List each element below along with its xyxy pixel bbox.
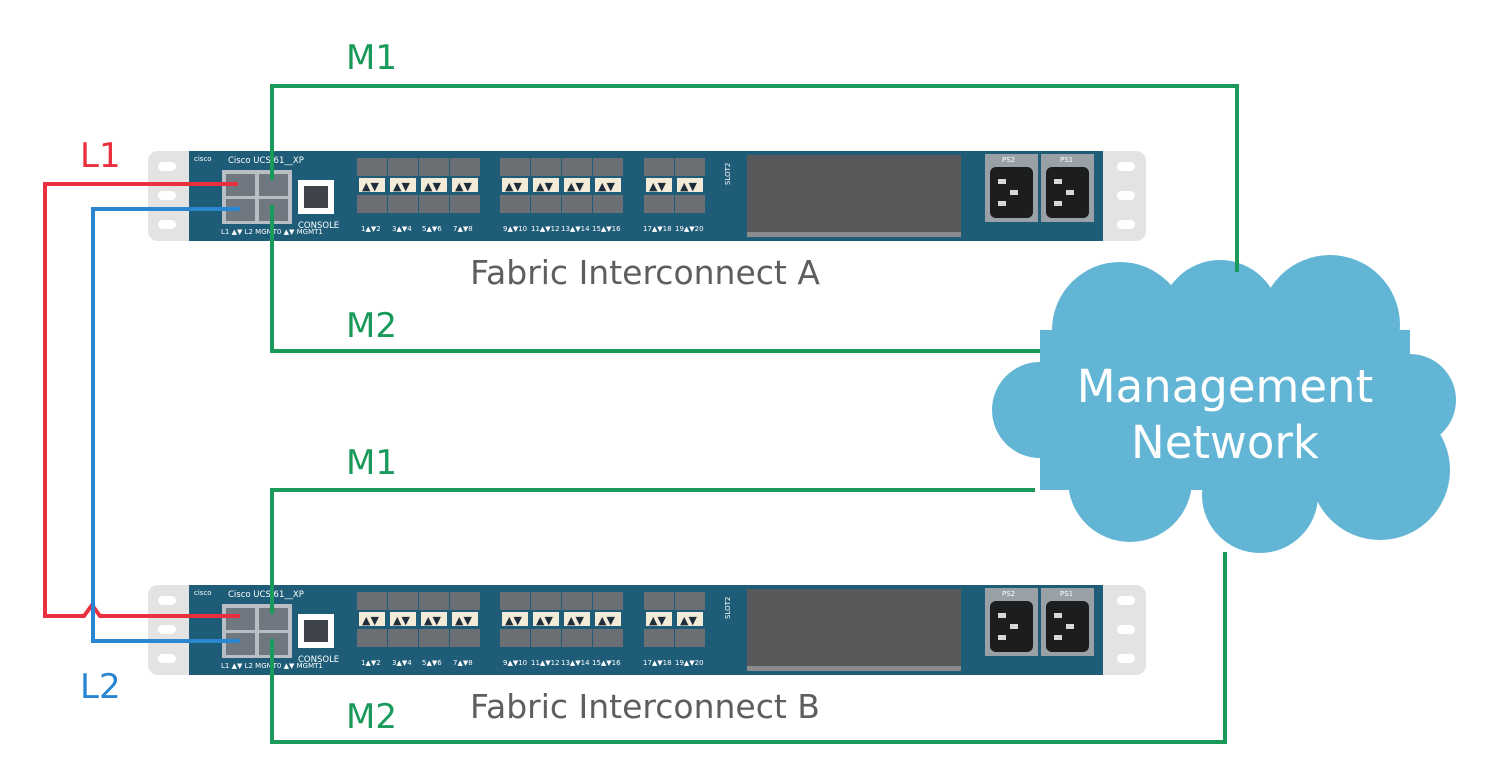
- link-l2: [91, 207, 240, 643]
- cisco-logo: cisco: [194, 155, 212, 163]
- svg-text:▲▼: ▲▼: [649, 180, 666, 193]
- slot-label: SLOT2: [724, 163, 732, 185]
- power-supplies: PS2 PS1: [985, 588, 1094, 656]
- svg-text:▲▼: ▲▼: [598, 614, 615, 627]
- slot-label: SLOT2: [724, 597, 732, 619]
- expansion-slot: [747, 589, 961, 671]
- port-label: 11▲▼12: [531, 225, 560, 233]
- model-label: Cisco UCS 61__XP: [228, 590, 304, 600]
- link-b-m1: [270, 488, 1035, 614]
- port-label: 7▲▼8: [453, 225, 473, 233]
- svg-text:▲▼: ▲▼: [536, 180, 553, 193]
- svg-text:▲▼: ▲▼: [455, 614, 472, 627]
- power-supplies: PS2 PS1: [985, 154, 1094, 222]
- svg-text:▲▼: ▲▼: [598, 180, 615, 193]
- management-network-cloud: Management Network: [992, 255, 1456, 553]
- port-label: 19▲▼20: [675, 659, 704, 667]
- svg-text:▲▼: ▲▼: [649, 614, 666, 627]
- management-links: [270, 84, 1239, 744]
- svg-text:▲▼: ▲▼: [680, 614, 697, 627]
- svg-text:▲▼: ▲▼: [536, 614, 553, 627]
- caption-a: Fabric Interconnect A: [470, 253, 820, 292]
- cisco-logo: cisco: [194, 589, 212, 597]
- link-a-m1: [270, 84, 1239, 272]
- label-l1: L1: [80, 136, 121, 176]
- port-label: 11▲▼12: [531, 659, 560, 667]
- svg-text:▲▼: ▲▼: [393, 180, 410, 193]
- port-label: 1▲▼2: [361, 659, 381, 667]
- switch-fabric-interconnect-a: cisco Cisco UCS 61__XP L1 ▲▼ L2 MGMT0 ▲▼…: [148, 151, 1146, 292]
- port-label: 3▲▼4: [392, 225, 412, 233]
- expansion-slot: [747, 155, 961, 237]
- cluster-links: [43, 182, 240, 643]
- port-label: 3▲▼4: [392, 659, 412, 667]
- link-labels: M1 M2 M1 M2 L1 L2: [80, 38, 397, 737]
- port-label: 19▲▼20: [675, 225, 704, 233]
- port-label: 5▲▼6: [422, 225, 442, 233]
- port-label: 17▲▼18: [643, 225, 672, 233]
- port-label: 5▲▼6: [422, 659, 442, 667]
- port-label: 13▲▼14: [561, 225, 590, 233]
- svg-text:▲▼: ▲▼: [680, 180, 697, 193]
- cloud-label-line1: Management: [1077, 360, 1373, 413]
- svg-text:▲▼: ▲▼: [424, 180, 441, 193]
- link-a-m2: [270, 205, 1040, 353]
- label-b-m2: M2: [346, 697, 397, 737]
- model-label: Cisco UCS 61__XP: [228, 156, 304, 166]
- console-label: CONSOLE: [298, 655, 339, 665]
- caption-b: Fabric Interconnect B: [470, 687, 820, 726]
- svg-text:▲▼: ▲▼: [424, 614, 441, 627]
- port-label: 9▲▼10: [503, 659, 527, 667]
- ps1-label: PS1: [1060, 156, 1073, 164]
- port-label: 1▲▼2: [361, 225, 381, 233]
- port-label: 7▲▼8: [453, 659, 473, 667]
- svg-text:▲▼: ▲▼: [393, 614, 410, 627]
- port-label: 15▲▼16: [592, 659, 621, 667]
- label-l2: L2: [80, 667, 121, 707]
- switch-fabric-interconnect-b: cisco Cisco UCS 61__XP L1 ▲▼ L2 MGMT0 ▲▼…: [148, 585, 1146, 726]
- label-b-m1: M1: [346, 443, 397, 483]
- link-b-m2: [270, 552, 1227, 744]
- console-label: CONSOLE: [298, 221, 339, 231]
- link-l1: [43, 182, 240, 618]
- svg-text:▲▼: ▲▼: [505, 614, 522, 627]
- ps2-label: PS2: [1002, 156, 1015, 164]
- label-a-m2: M2: [346, 306, 397, 346]
- svg-text:▲▼: ▲▼: [505, 180, 522, 193]
- svg-text:▲▼: ▲▼: [567, 180, 584, 193]
- svg-text:▲▼: ▲▼: [455, 180, 472, 193]
- label-a-m1: M1: [346, 38, 397, 78]
- svg-text:▲▼: ▲▼: [362, 180, 379, 193]
- port-label: 17▲▼18: [643, 659, 672, 667]
- port-label: 15▲▼16: [592, 225, 621, 233]
- port-label: 9▲▼10: [503, 225, 527, 233]
- svg-text:▲▼: ▲▼: [362, 614, 379, 627]
- port-label: 13▲▼14: [561, 659, 590, 667]
- svg-text:▲▼: ▲▼: [567, 614, 584, 627]
- ps1-label: PS1: [1060, 590, 1073, 598]
- cloud-label-line2: Network: [1131, 416, 1319, 469]
- ps2-label: PS2: [1002, 590, 1015, 598]
